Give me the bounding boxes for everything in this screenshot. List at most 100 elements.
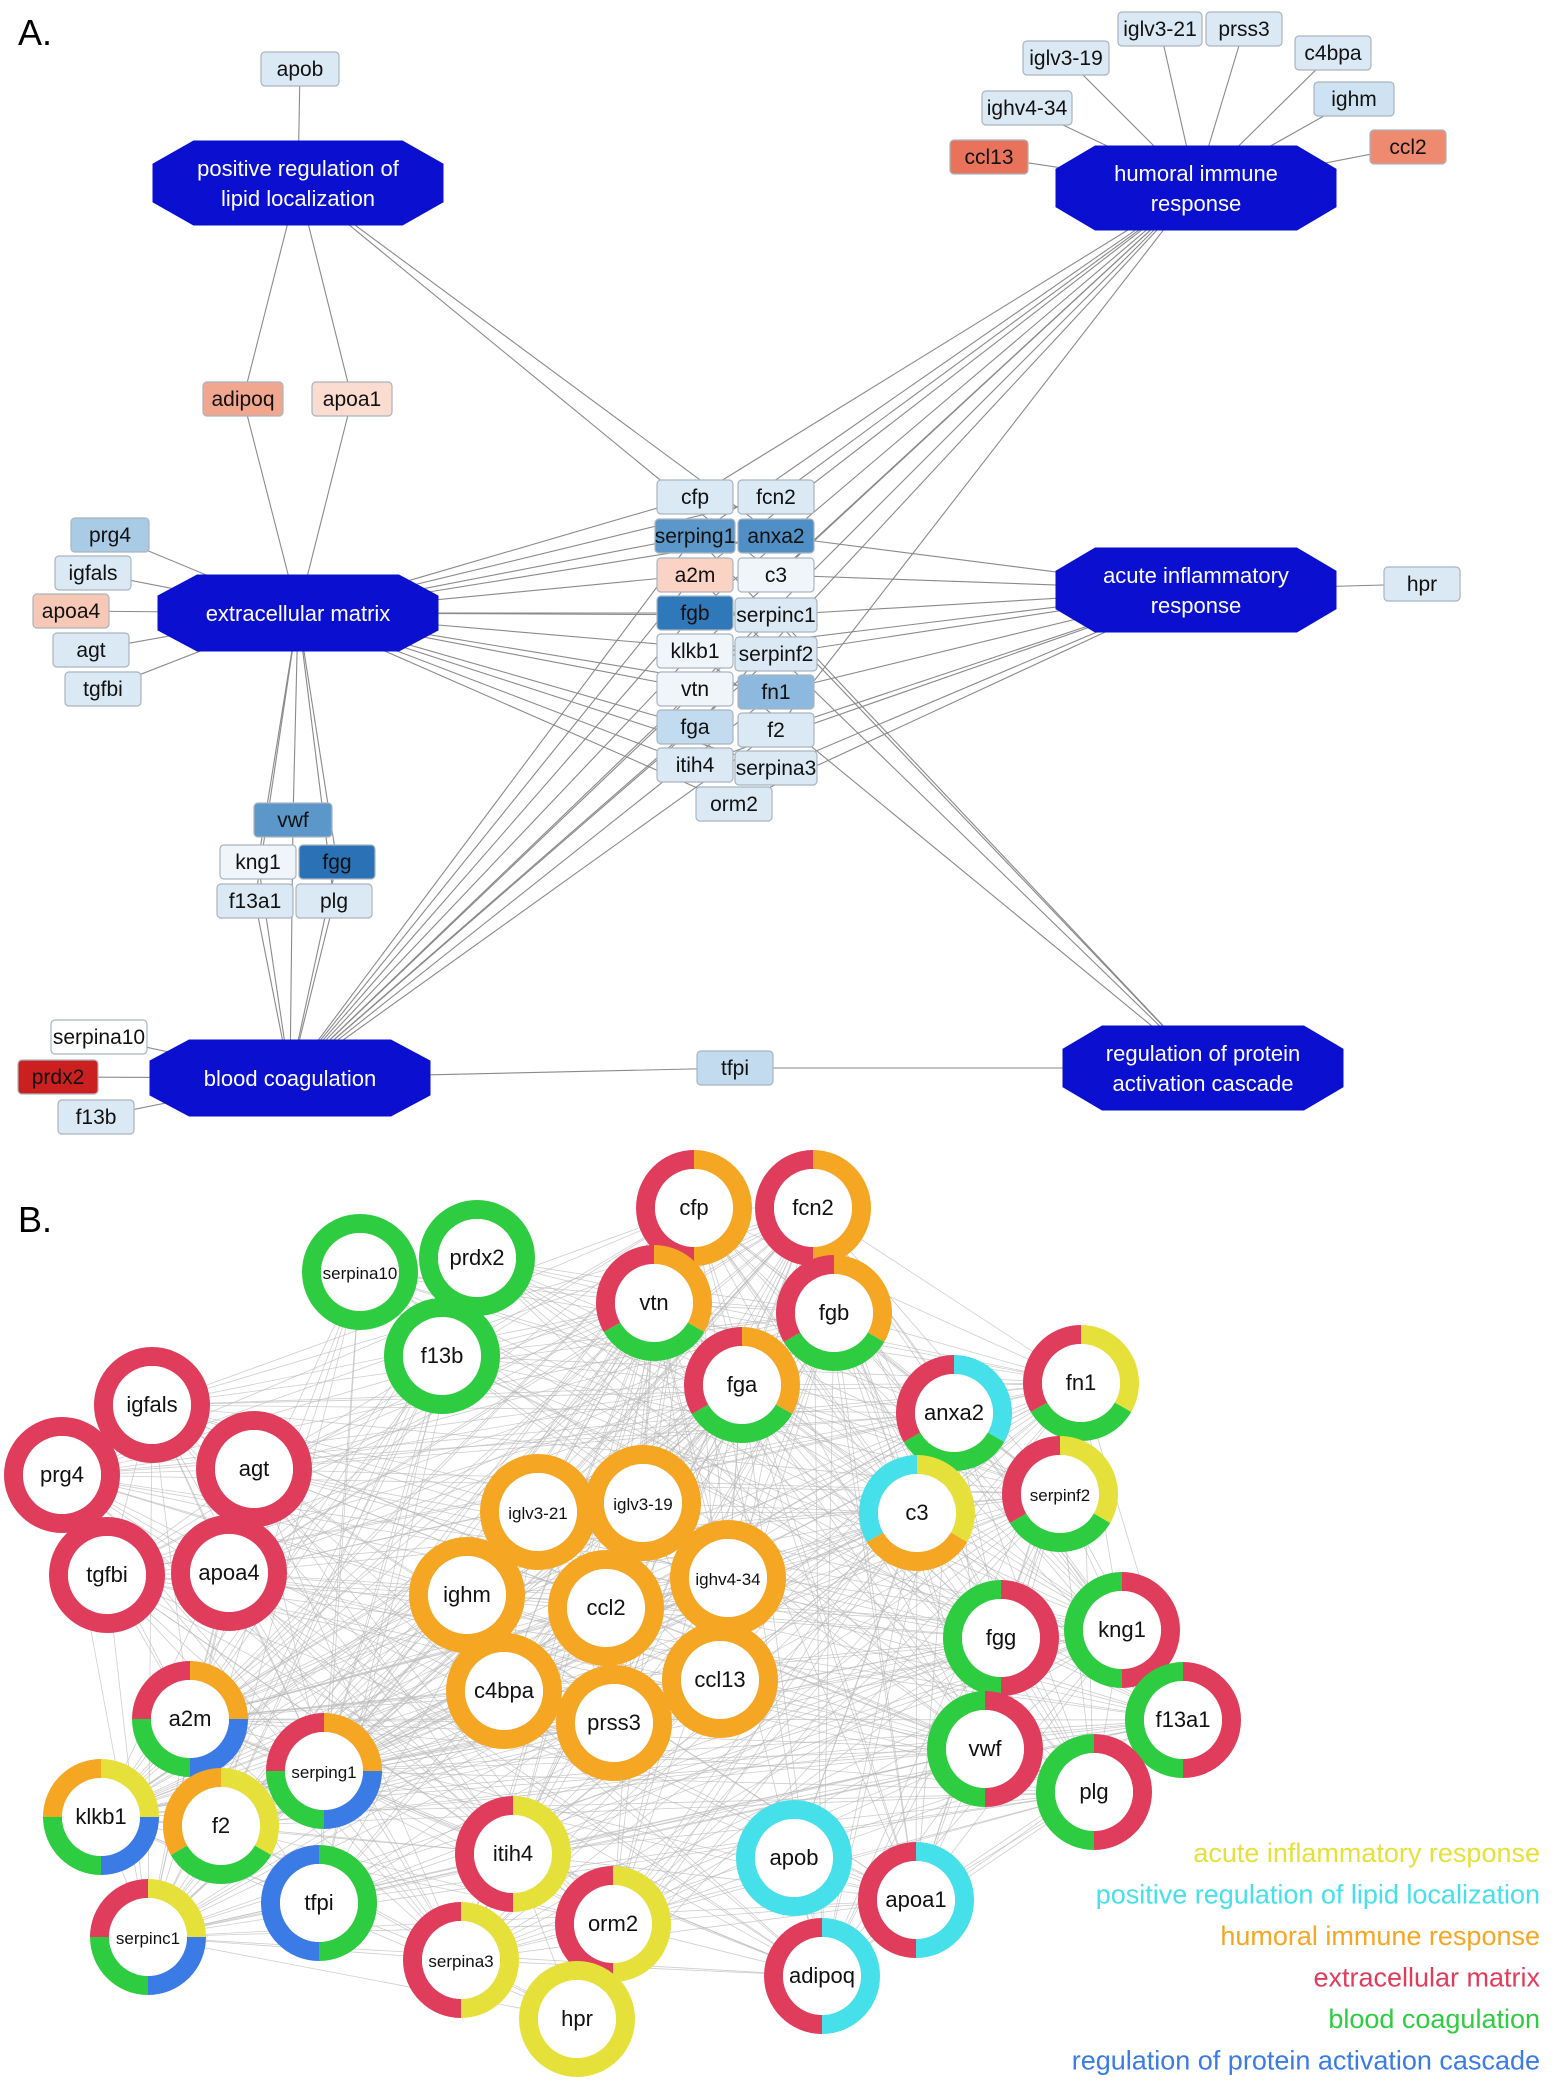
- ring-segment: [783, 1332, 885, 1371]
- gene-label: vtn: [681, 678, 709, 701]
- ring-segment: [1060, 1436, 1118, 1523]
- gene-label: iglv3-19: [1029, 47, 1103, 70]
- gene-label: fcn2: [756, 486, 796, 509]
- gene-box: [656, 557, 734, 593]
- ring-segment: [1001, 1580, 1059, 1696]
- edge-prdx2-f13a1: [476, 1257, 1184, 1721]
- gene-node-fn1: fn1: [737, 674, 815, 710]
- ring-segment: [171, 1515, 287, 1631]
- edge-serping1-coag: [289, 535, 696, 1079]
- ring-center: [215, 1430, 293, 1508]
- ring-center: [182, 1787, 260, 1865]
- ring-segment: [1064, 1572, 1122, 1688]
- gene-box: [981, 90, 1073, 126]
- legend-item-regulation-of-protein-activation-cascade: regulation of protein activation cascade: [1072, 2046, 1540, 2076]
- edge-fga-coag: [289, 726, 696, 1079]
- gene-node-vtn: vtn: [656, 671, 734, 707]
- ring-center: [422, 1921, 500, 1999]
- ring-node-fgg: fgg: [943, 1580, 1059, 1696]
- gene-node-vwf: vwf: [253, 802, 333, 838]
- ring-label: f2: [212, 1813, 230, 1838]
- edge-c3-lipid: [297, 182, 777, 576]
- gene-node-serpinc1: serpinc1: [734, 597, 818, 633]
- ring-segment: [1030, 1402, 1132, 1441]
- ring-segment: [736, 1800, 852, 1916]
- edge-plg-f2: [220, 1791, 1095, 1827]
- gene-box: [70, 517, 150, 553]
- ring-segment: [94, 1347, 210, 1463]
- ring-segment: [1022, 1325, 1081, 1412]
- ring-center: [538, 1980, 616, 2058]
- edge-anxa2-igfals: [151, 1404, 955, 1414]
- term-octagon: [1062, 1025, 1344, 1111]
- ring-segment: [170, 1845, 272, 1884]
- gene-box: [734, 750, 818, 786]
- ring-node-tfpi: tfpi: [261, 1845, 377, 1961]
- gene-label: serpinf2: [739, 643, 814, 666]
- gene-box: [1383, 566, 1461, 602]
- ring-center: [285, 1732, 363, 1810]
- ring-segment: [662, 1622, 778, 1738]
- ring-segment: [776, 1255, 834, 1342]
- gene-node-ccl13: ccl13: [949, 139, 1029, 175]
- ring-label: fcn2: [792, 1195, 834, 1220]
- edge-orm2-serpinc1: [147, 1923, 614, 1938]
- gene-box: [32, 593, 110, 629]
- gene-label: iglv3-21: [1123, 18, 1197, 41]
- ring-segment: [324, 1771, 382, 1829]
- ring-node-adipoq: adipoq: [764, 1918, 880, 2034]
- edge-plg-tfpi: [318, 1791, 1095, 1904]
- ring-label: klkb1: [75, 1804, 126, 1829]
- edge-anxa2-agt: [253, 1412, 955, 1470]
- ring-center: [1055, 1753, 1133, 1831]
- gene-label: tfpi: [721, 1057, 749, 1080]
- ring-center: [783, 1937, 861, 2015]
- edge-serpinf2-orm2: [612, 1493, 1061, 1925]
- gene-label: agt: [76, 639, 105, 662]
- gene-box: [656, 479, 734, 515]
- edge-vtn-apoa4: [228, 1302, 655, 1574]
- gene-node-serpina10: serpina10: [50, 1019, 148, 1055]
- gene-node-plg: plg: [295, 883, 373, 919]
- ring-label: ccl2: [586, 1595, 625, 1620]
- ring-segment: [49, 1517, 165, 1633]
- edge-fga-prg4: [61, 1384, 743, 1476]
- gene-box: [298, 844, 376, 880]
- edge-f13b-a2m: [189, 1355, 443, 1720]
- ring-center: [1021, 1455, 1099, 1533]
- ring-label: f13a1: [1155, 1707, 1210, 1732]
- gene-label: serpina10: [53, 1026, 145, 1049]
- edge-vwf-tfpi: [318, 1748, 986, 1904]
- ring-segment: [324, 1713, 382, 1771]
- gene-label: f13a1: [229, 890, 282, 913]
- gene-box: [64, 671, 142, 707]
- ring-segment: [556, 1665, 672, 1781]
- ring-label: hpr: [561, 2006, 593, 2031]
- gene-node-ighm: ighm: [1313, 81, 1395, 117]
- ring-segment: [917, 1455, 976, 1542]
- gene-node-igfals: igfals: [54, 555, 132, 591]
- ring-label: serpinc1: [116, 1929, 180, 1948]
- ring-segment: [196, 1411, 312, 1527]
- ring-node-serpina3: serpina3: [403, 1902, 519, 2018]
- gene-box: [260, 51, 340, 87]
- ring-label: prg4: [40, 1462, 84, 1487]
- gene-box: [1313, 81, 1395, 117]
- gene-box: [1117, 11, 1203, 47]
- gene-box: [216, 883, 294, 919]
- ring-center: [403, 1317, 481, 1395]
- ring-label: cfp: [679, 1195, 708, 1220]
- ring-segment: [954, 1355, 1013, 1442]
- gene-label: serpina3: [736, 757, 817, 780]
- term-label: response: [1151, 191, 1242, 216]
- gene-box: [52, 632, 130, 668]
- ring-node-vtn: vtn: [596, 1245, 713, 1361]
- ring-label: serpina10: [323, 1264, 398, 1283]
- ring-segment: [1009, 1513, 1111, 1552]
- edge-vtn-coag: [289, 688, 696, 1079]
- edge-f2-coag: [289, 729, 777, 1079]
- term-label: regulation of protein: [1106, 1041, 1300, 1066]
